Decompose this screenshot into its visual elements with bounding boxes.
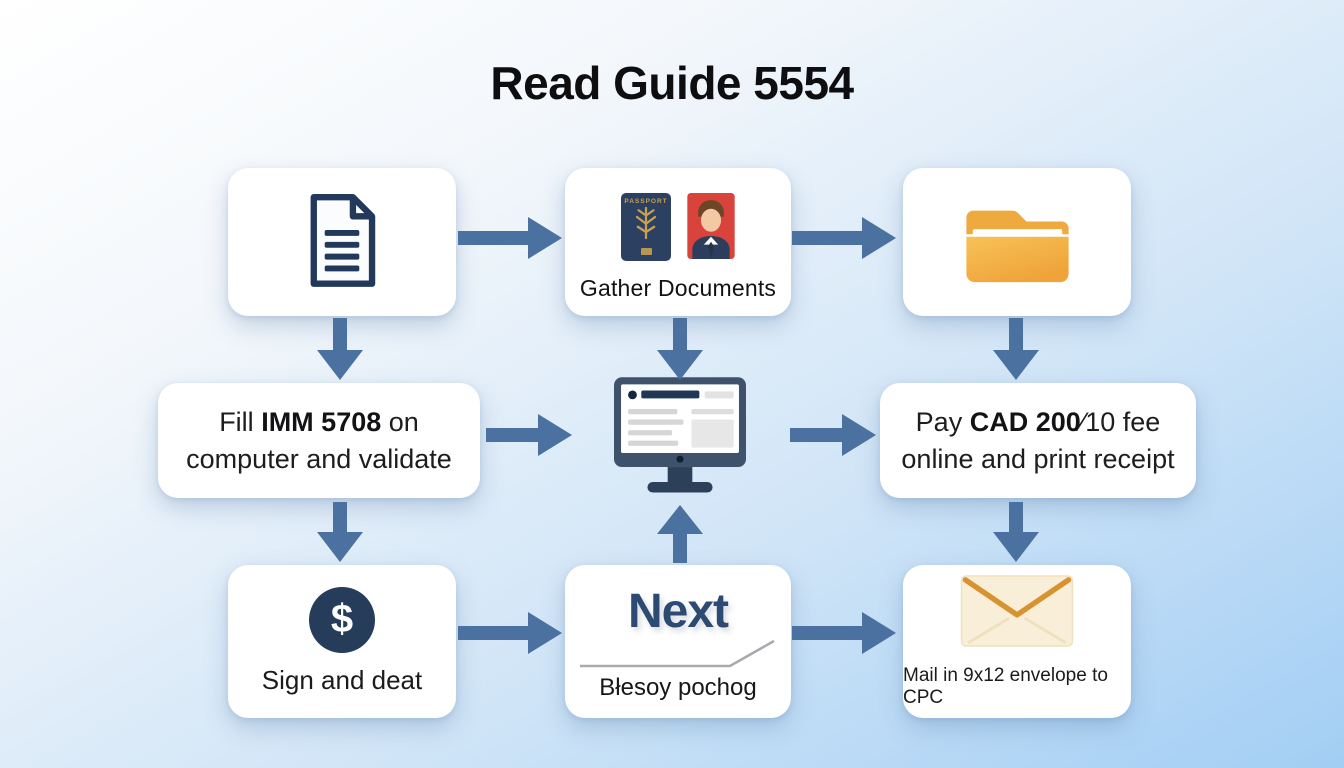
pay-fee-text: Pay CAD 200⁄10 fee online and print rece… [901, 404, 1174, 478]
next-title: Next [627, 584, 729, 638]
card-folder [903, 168, 1131, 316]
gather-documents-label: Gather Documents [579, 275, 777, 301]
document-icon [298, 189, 386, 296]
dollar-icon: $ [309, 587, 375, 653]
arrow-next-to-monitor-up [657, 505, 703, 563]
card-read-form [228, 168, 456, 316]
arrow-read-to-fill [317, 318, 363, 380]
card-pay-fee: Pay CAD 200⁄10 fee online and print rece… [880, 383, 1196, 498]
pay-fee-line1: Pay CAD 200⁄10 fee [915, 406, 1161, 437]
next-subtitle: Błesoy pochog [599, 673, 757, 701]
dollar-glyph: $ [330, 596, 354, 641]
gather-icons: PASSPORT [621, 193, 735, 264]
arrow-monitor-to-pay [790, 414, 876, 456]
fill-imm-text: Fill IMM 5708 on computer and validate [186, 404, 452, 478]
computer-monitor-icon [614, 377, 746, 499]
pay-fee-line2: online and print receipt [901, 443, 1175, 474]
photo-id-icon [687, 193, 735, 264]
envelope-icon [960, 574, 1074, 652]
card-fill-imm-5708: Fill IMM 5708 on computer and validate [158, 383, 480, 498]
arrow-next-to-mail [792, 612, 896, 654]
mail-envelope-label: Mail in 9x12 envelope to CPC [903, 664, 1108, 708]
next-underline-swoosh [580, 639, 775, 667]
fill-imm-line1: Fill IMM 5708 on [219, 406, 419, 437]
arrow-pay-to-mail [993, 502, 1039, 562]
fill-imm-line2: computer and validate [186, 443, 452, 474]
arrow-sign-to-next [458, 612, 562, 654]
arrow-fill-to-sign [317, 502, 363, 562]
passport-icon: PASSPORT [621, 193, 671, 261]
arrow-folder-to-pay [993, 318, 1039, 380]
folder-icon [960, 192, 1075, 293]
passport-chip [640, 248, 652, 255]
card-mail-envelope: Mail in 9x12 envelope to CPC [903, 565, 1131, 718]
passport-label: PASSPORT [624, 198, 668, 205]
arrow-gather-to-folder [792, 217, 896, 259]
passport-emblem [635, 206, 657, 240]
sign-and-date-label: Sign and deat [261, 665, 423, 695]
arrow-read-to-gather [458, 217, 562, 259]
page-title: Read Guide 5554 [490, 57, 854, 109]
arrow-gather-to-monitor [657, 318, 703, 380]
card-gather-documents: PASSPORT [565, 168, 791, 316]
card-sign-and-date: $ Sign and deat [228, 565, 456, 718]
card-next-step: Next Błesoy pochog [565, 565, 791, 718]
arrow-fill-to-monitor [486, 414, 572, 456]
